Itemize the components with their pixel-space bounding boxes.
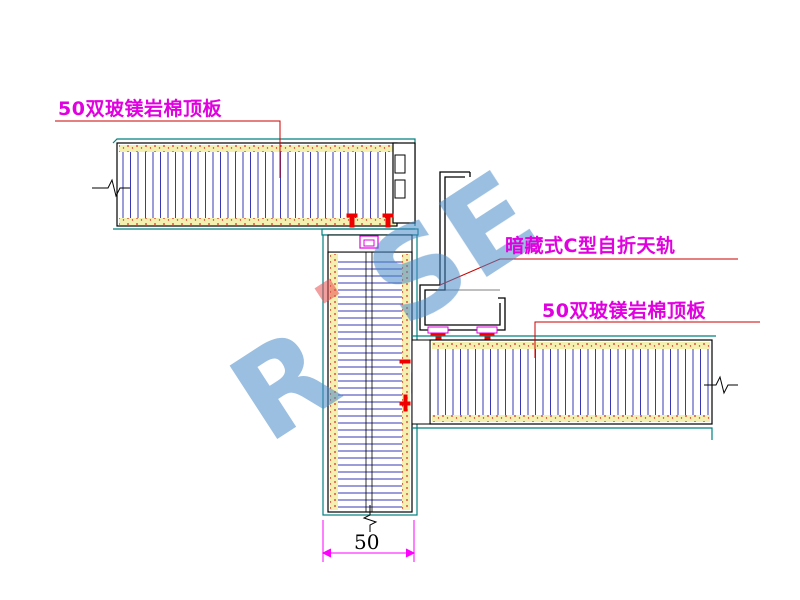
c-rail [419,171,506,334]
right-panel-lower-face [432,415,710,422]
right-panel-core [432,349,710,415]
wall-core [338,256,402,508]
rail-label: 暗藏式C型自折天轨 [505,235,676,257]
top-panel [92,138,416,230]
top-panel-label: 50双玻镁岩棉顶板 [58,98,222,120]
wall-panel [321,228,431,532]
top-panel-upper-face [119,145,395,152]
dimension-label: 50 [354,530,380,554]
wall-right-face [402,254,410,510]
top-panel-lower-face [119,218,395,225]
top-panel-core [119,152,395,218]
leaders [55,120,760,358]
dimension-line [321,520,416,562]
right-panel-label: 50双玻镁岩棉顶板 [542,300,706,322]
right-panel [411,335,738,440]
right-panel-upper-face [432,342,710,349]
wall-left-face [330,254,338,510]
